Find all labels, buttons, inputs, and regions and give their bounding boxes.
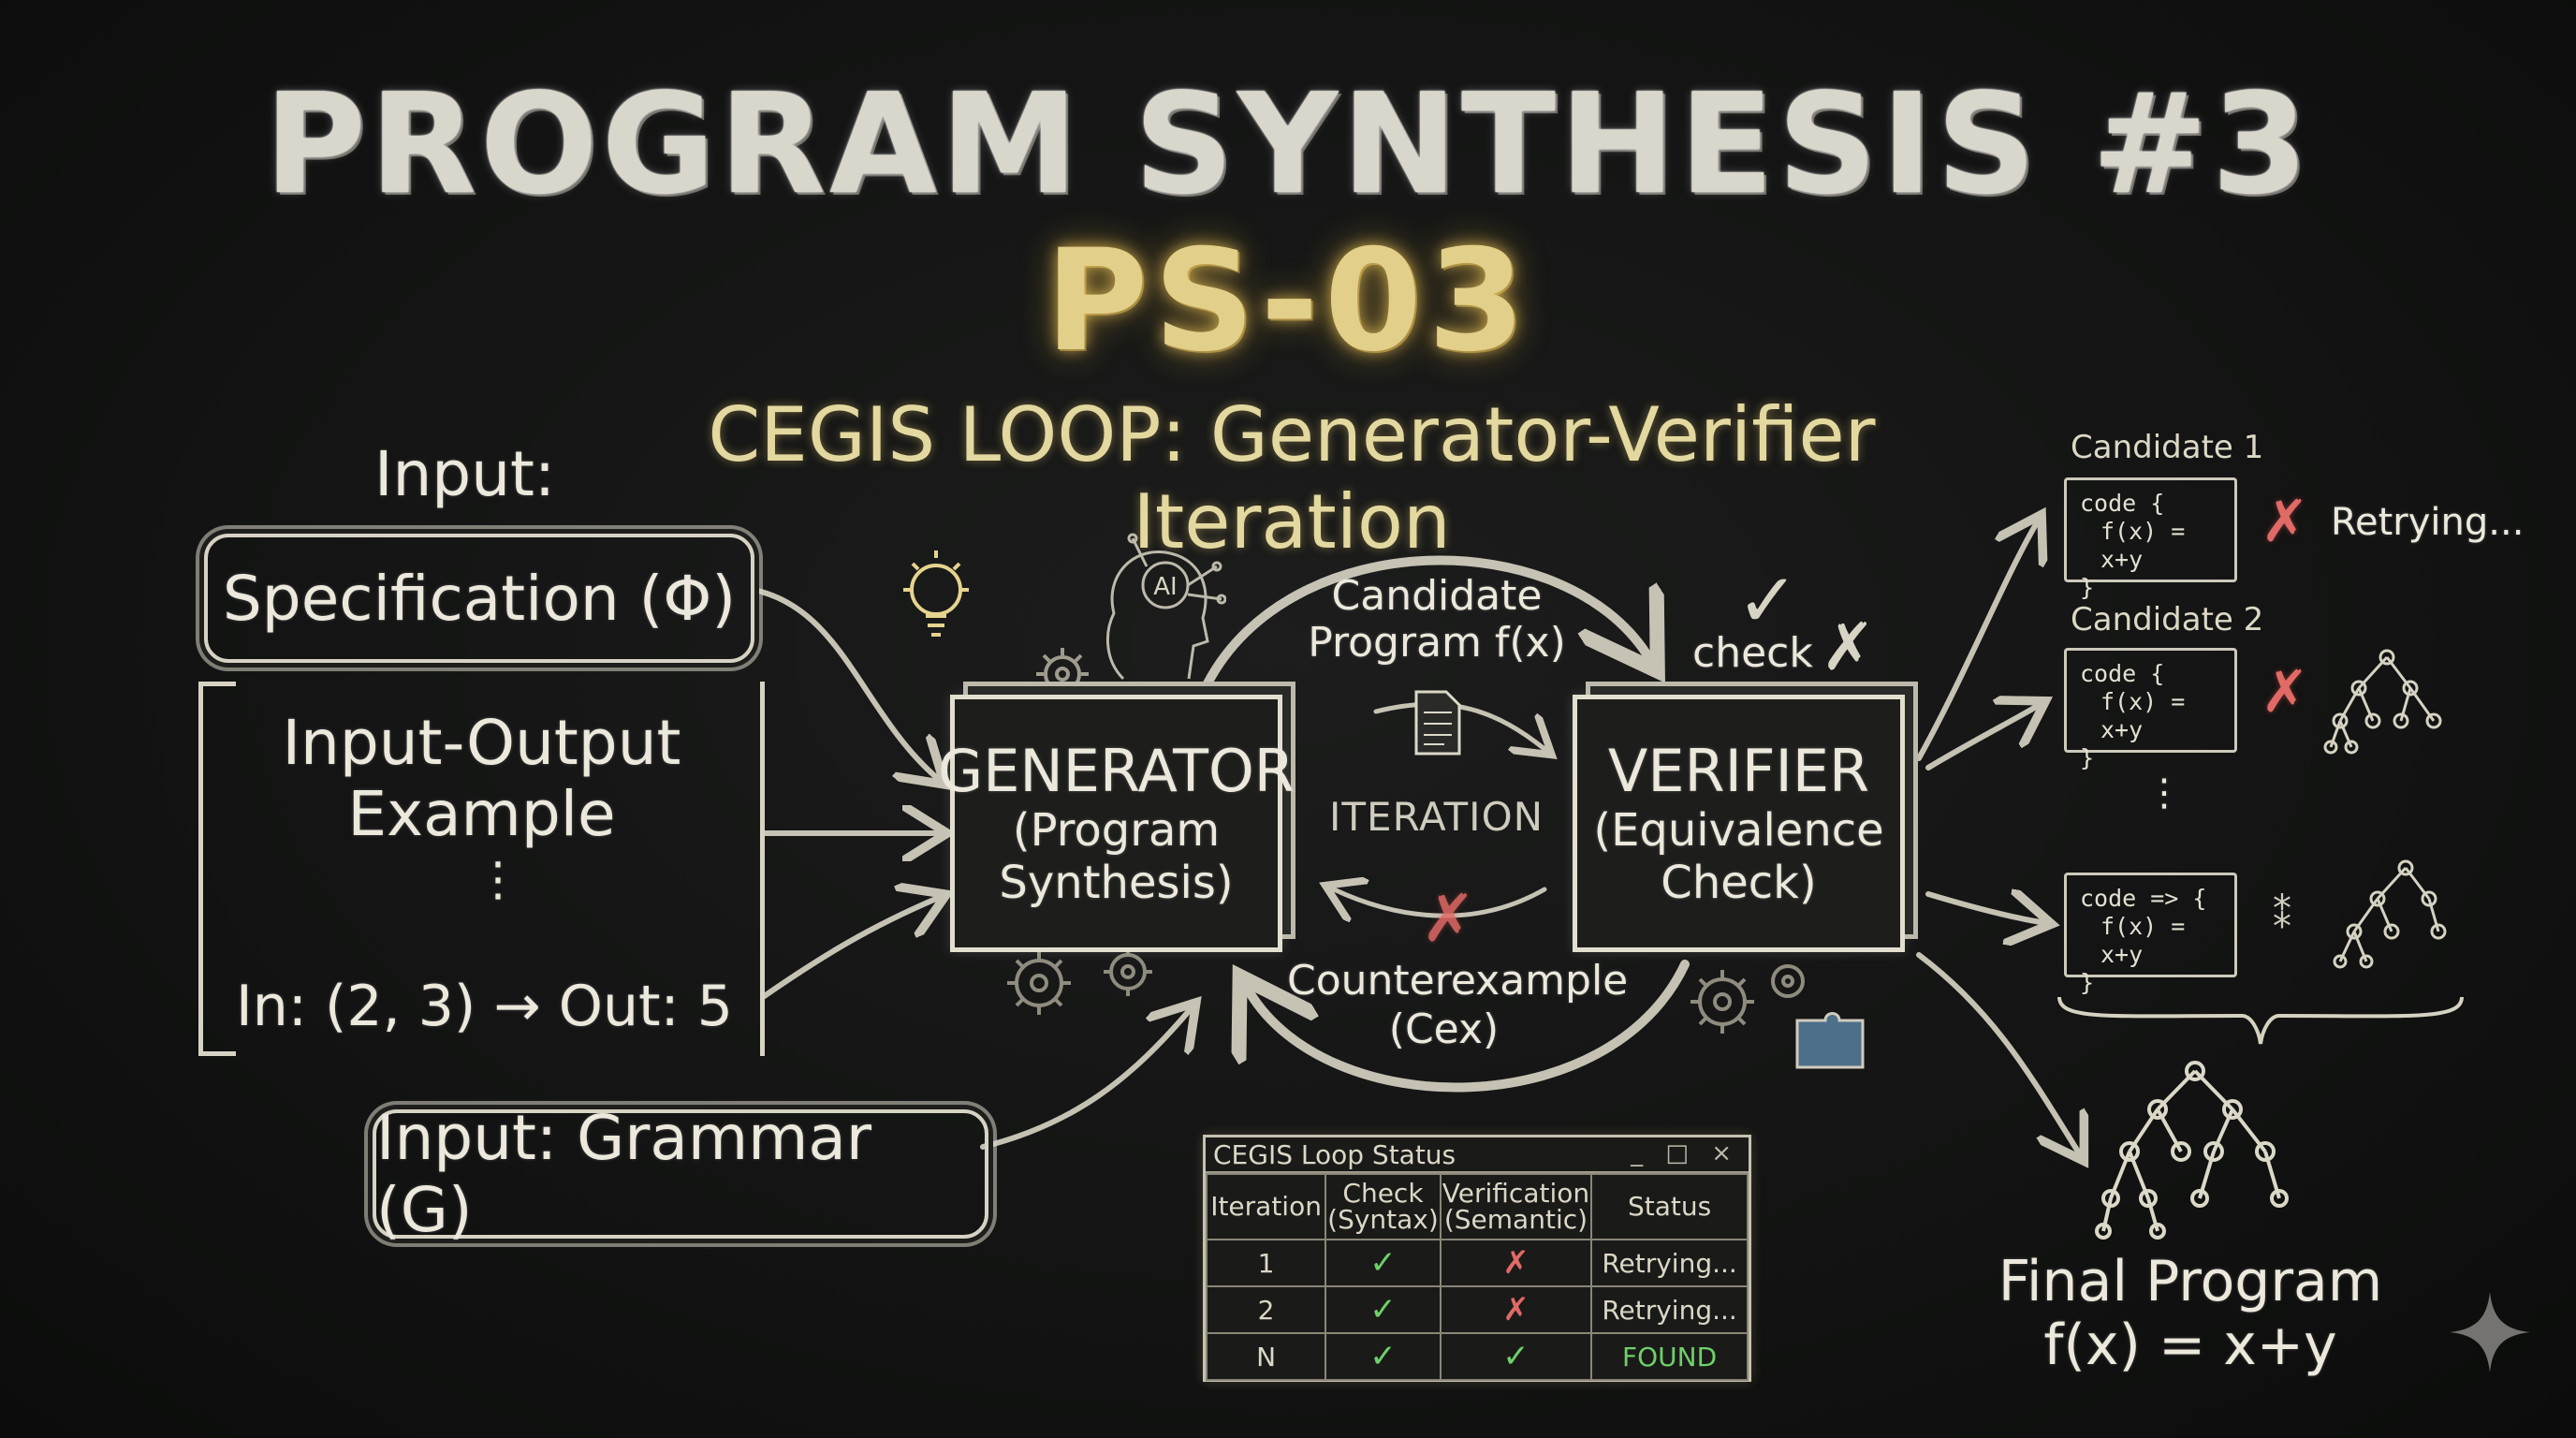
generator-block: GENERATOR (Program Synthesis) — [938, 695, 1295, 952]
document-icon — [1414, 690, 1461, 756]
grammar-label: Input: Grammar (G) — [376, 1102, 871, 1246]
candidate-program-label: Candidate Program f(x) — [1308, 572, 1566, 667]
table-row: 1 ✓ ✗ Retrying... — [1205, 1239, 1749, 1287]
cegis-status-window: CEGIS Loop Status _ □ × Iteration Check … — [1203, 1135, 1751, 1382]
io-example-box: Input-Output Example ⋮ In: (2, 3) → Out:… — [198, 682, 765, 1056]
loop-top-arrow — [1203, 555, 1647, 688]
cross-icon: ✗ — [1439, 1285, 1593, 1334]
page-code: PS-03 — [1045, 220, 1531, 383]
check-icon: ✓ — [1736, 557, 1800, 644]
gear-icon — [1036, 648, 1089, 700]
sparkle-icon — [2450, 1292, 2530, 1372]
candidate-2-title: Candidate 2 — [2071, 601, 2264, 638]
status-window-header: CEGIS Loop Status _ □ × — [1206, 1137, 1749, 1173]
cross-icon: ✗ — [1439, 1239, 1593, 1287]
check-icon: ✓ — [1325, 1332, 1442, 1381]
spec-arrow — [751, 587, 936, 777]
specification-box: Specification (Φ) — [204, 534, 754, 663]
lightbulb-icon — [903, 550, 969, 637]
check-icon: ✓ — [1325, 1285, 1442, 1334]
status-window-title: CEGIS Loop Status — [1213, 1138, 1456, 1170]
input-label: Input: — [374, 438, 556, 510]
specification-label: Specification (Φ) — [222, 562, 737, 635]
verifier-block: VERIFIER (Equivalence Check) — [1573, 695, 1905, 952]
candidates-ellipsis: ⋮ — [2145, 771, 2183, 814]
verifier-title: VERIFIER — [1607, 736, 1870, 805]
generator-title: GENERATOR — [938, 736, 1295, 805]
out-arrow-1 — [1916, 524, 2036, 761]
io-ellipsis: ⋮ — [475, 852, 521, 906]
tree-icon — [2323, 649, 2442, 755]
ai-label: AI — [1153, 573, 1177, 601]
verifier-subtitle: (Equivalence Check) — [1593, 803, 1884, 909]
counterexample-label: Counterexample (Cex) — [1287, 957, 1629, 1053]
window-controls[interactable]: _ □ × — [1631, 1139, 1739, 1167]
candidate-n-code: code => { f(x) = x+y } — [2064, 873, 2237, 996]
final-program: Final Program f(x) = x+y — [1984, 1250, 2396, 1377]
check-label: check — [1692, 629, 1813, 677]
check-icon: ✓ — [1325, 1239, 1442, 1287]
col-iteration: Iteration — [1205, 1173, 1327, 1240]
candidate-1-status: Retrying... — [2331, 501, 2525, 544]
cross-icon: ✗ — [2261, 487, 2309, 555]
table-row: 2 ✓ ✗ Retrying... — [1205, 1285, 1749, 1334]
final-arrow — [1916, 952, 2078, 1152]
io-title: Input-Output Example — [282, 707, 681, 850]
out-arrow-2 — [1925, 707, 2036, 770]
io-example: In: (2, 3) → Out: 5 — [236, 974, 733, 1039]
cross-icon: ✗ — [2261, 657, 2309, 726]
candidate-1-title: Candidate 1 — [2071, 429, 2264, 466]
col-verification: Verification (Semantic) — [1439, 1173, 1593, 1240]
table-row: N ✓ ✓ FOUND — [1205, 1332, 1749, 1381]
loop-bottom-arrow — [1250, 960, 1690, 1093]
tree-icon — [2095, 1061, 2289, 1240]
ai-head-icon: AI — [1105, 533, 1226, 681]
candidate-2-code: code { f(x) = x+y } — [2064, 648, 2237, 771]
grammar-box: Input: Grammar (G) — [373, 1102, 988, 1246]
out-arrow-3 — [1925, 894, 2041, 922]
cross-icon: ✗ — [1821, 609, 1876, 685]
puzzle-icon — [1795, 1012, 1865, 1069]
final-program-formula: f(x) = x+y — [2043, 1313, 2337, 1378]
pending-icon: ⁑ — [2273, 894, 2291, 937]
tree-icon — [2333, 859, 2447, 969]
check-icon: ✓ — [1439, 1332, 1593, 1381]
col-status: Status — [1590, 1173, 1749, 1240]
page-subtitle: CEGIS LOOP: Generator-Verifier Iteration — [708, 391, 1876, 565]
cex-flow-arrow — [1334, 889, 1547, 916]
grammar-arrow — [980, 1011, 1189, 1150]
status-table: Iteration Check (Syntax) Verification (S… — [1205, 1173, 1749, 1381]
iteration-label: ITERATION — [1329, 794, 1544, 840]
generator-subtitle: (Program Synthesis) — [999, 803, 1234, 909]
col-check: Check (Syntax) — [1325, 1173, 1442, 1240]
cross-icon: ✗ — [1421, 880, 1476, 957]
candidate-flow-arrow — [1373, 701, 1544, 749]
gear-icon — [1690, 964, 1865, 1069]
final-program-label: Final Program — [1998, 1249, 2383, 1314]
page-title: PROGRAM SYNTHESIS #3 — [264, 64, 2312, 225]
candidate-1-code: code { f(x) = x+y } — [2064, 477, 2237, 601]
brace-icon — [2057, 996, 2464, 1045]
io-example-arrow — [760, 899, 936, 1000]
